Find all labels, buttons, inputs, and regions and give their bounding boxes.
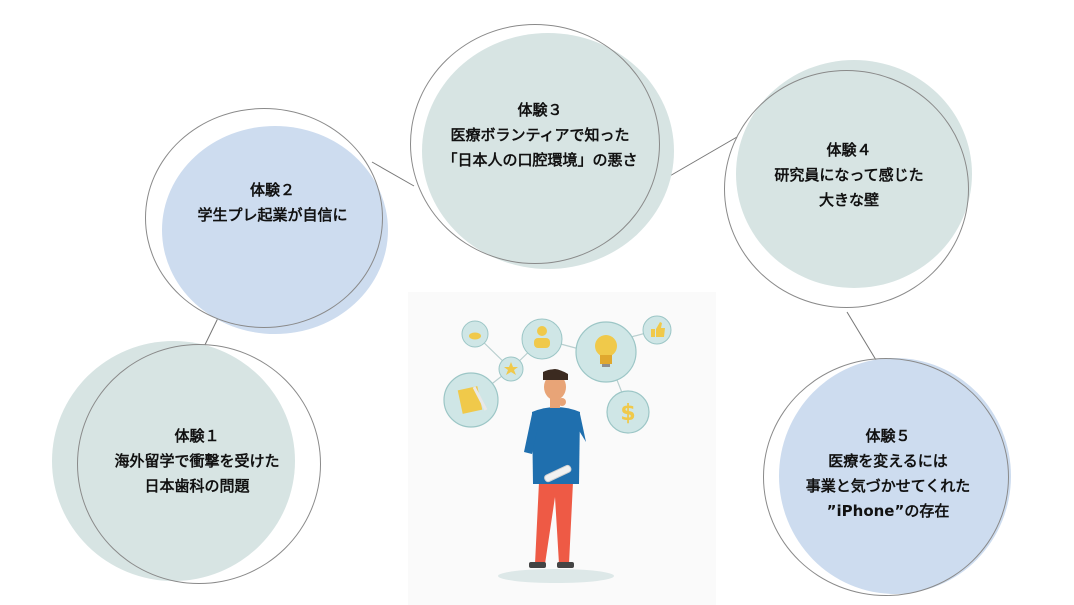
- person-with-ideas-illustration: $: [443, 315, 672, 583]
- thumbs-up-bubble-icon: [642, 315, 672, 345]
- node-title: 体験１: [174, 426, 220, 445]
- node-line: 研究員になって感じた: [774, 165, 924, 184]
- node-line: 医療ボランティアで知った: [450, 125, 630, 144]
- svg-text:$: $: [620, 401, 635, 426]
- node-line: 学生プレ起業が自信に: [197, 206, 348, 224]
- node-title: 体験５: [865, 427, 911, 445]
- node-line: 日本歯科の問題: [144, 476, 250, 495]
- dollar-bubble-icon: $: [606, 390, 650, 434]
- connector-exp2-exp3: [371, 161, 415, 187]
- node-line: 事業と気づかせてくれた: [805, 477, 971, 495]
- node-line: 大きな壁: [818, 190, 879, 209]
- node-title: 体験４: [826, 140, 872, 159]
- node-line: 医療を変えるには: [828, 452, 948, 470]
- user-bubble-icon: [521, 318, 563, 360]
- document-bubble-icon: [443, 372, 499, 428]
- thinking-person-figure: [498, 369, 614, 583]
- cloud-bubble-icon: [461, 320, 489, 348]
- node-title: 体験２: [249, 181, 295, 199]
- node-line: ”iPhone”の存在: [826, 502, 950, 520]
- node-line: 「日本人の口腔環境」の悪さ: [442, 150, 638, 169]
- connector-exp4-exp5: [846, 311, 877, 361]
- node-line: 海外留学で衝撃を受けた: [114, 451, 280, 470]
- lightbulb-bubble-icon: [575, 321, 637, 383]
- star-bubble-icon: [498, 356, 524, 382]
- node-title: 体験３: [517, 100, 563, 119]
